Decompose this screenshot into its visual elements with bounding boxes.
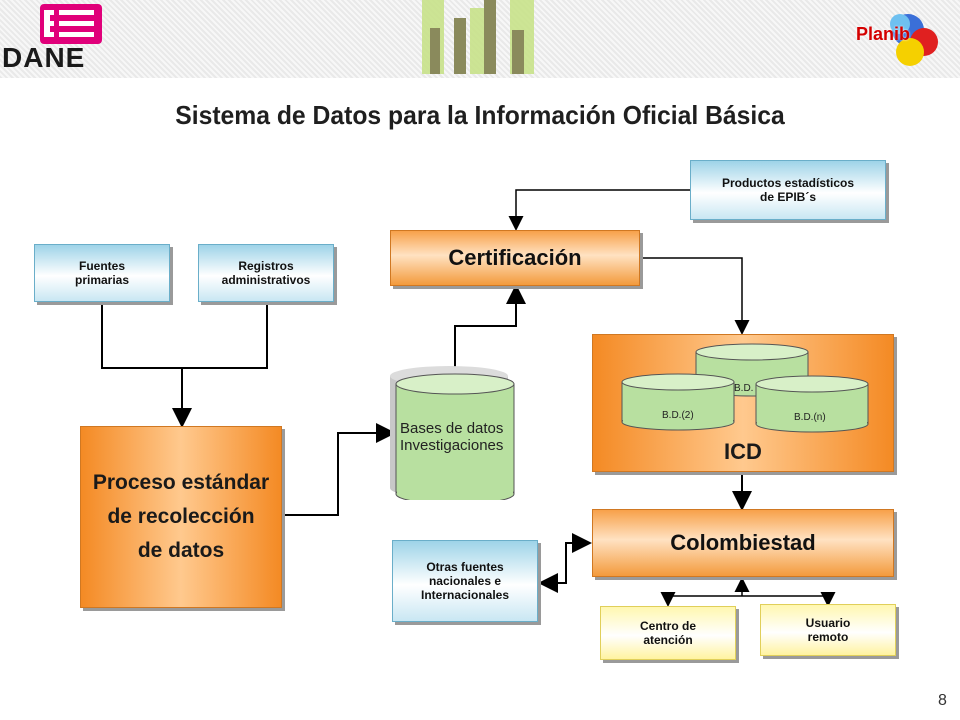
otras-fuentes-box: Otras fuentes nacionales e Internacional… xyxy=(392,540,538,622)
bases-de-datos-cylinder xyxy=(390,366,515,500)
bases-line-2: Investigaciones xyxy=(400,437,504,454)
productos-line-2: de EPIB´s xyxy=(759,190,816,204)
planib-label: Planib xyxy=(856,24,911,44)
proceso-line-2: de recolección xyxy=(107,505,255,528)
centro-line-1: Centro de xyxy=(639,619,696,633)
registros-line-1: Registros xyxy=(238,259,294,273)
planib-spheres-icon xyxy=(890,14,938,66)
header-banner: DANE Planib xyxy=(0,0,960,78)
colombiestad-label: Colombiestad xyxy=(670,530,816,555)
certificacion-label: Certificación xyxy=(448,245,582,270)
icd-databases xyxy=(621,343,869,433)
otras-fuentes-line-2: nacionales e xyxy=(428,574,502,588)
certificacion-box: Certificación xyxy=(390,230,640,286)
db-cylinder-3 xyxy=(755,375,869,433)
productos-line-1: Productos estadísticos xyxy=(721,176,855,190)
dane-logo-icon xyxy=(40,4,102,44)
page-title: Sistema de Datos para la Información Ofi… xyxy=(175,100,785,130)
usuario-line-1: Usuario xyxy=(805,616,851,630)
db-cylinder-2 xyxy=(621,373,735,431)
colombiestad-box: Colombiestad xyxy=(592,509,894,577)
fuentes-primarias-line-2: primarias xyxy=(74,273,130,287)
centro-line-2: atención xyxy=(643,633,693,647)
proceso-box: Proceso estándar de recolección de datos xyxy=(80,426,282,608)
dane-logo: DANE xyxy=(0,0,108,74)
otras-fuentes-line-3: Internacionales xyxy=(420,588,510,602)
bases-de-datos-label: Bases de datos Investigaciones xyxy=(400,420,520,454)
bd-label-2: B.D.(2) xyxy=(662,410,694,421)
otras-fuentes-line-1: Otras fuentes xyxy=(426,560,504,574)
fuentes-primarias-line-1: Fuentes xyxy=(78,259,125,273)
proceso-line-1: Proceso estándar xyxy=(92,471,270,494)
bases-line-1: Bases de datos xyxy=(400,420,504,437)
bd-label-1: B.D. xyxy=(734,383,754,394)
bd-label-n: B.D.(n) xyxy=(794,412,826,423)
icd-label: ICD xyxy=(724,439,762,464)
planib-logo: Planib xyxy=(850,6,950,70)
proceso-line-3: de datos xyxy=(137,539,225,562)
page-number: 8 xyxy=(938,692,947,709)
registros-line-2: administrativos xyxy=(221,273,311,287)
logo-text: DANE xyxy=(2,42,86,73)
building-icon xyxy=(422,0,534,74)
usuario-line-2: remoto xyxy=(807,630,849,644)
